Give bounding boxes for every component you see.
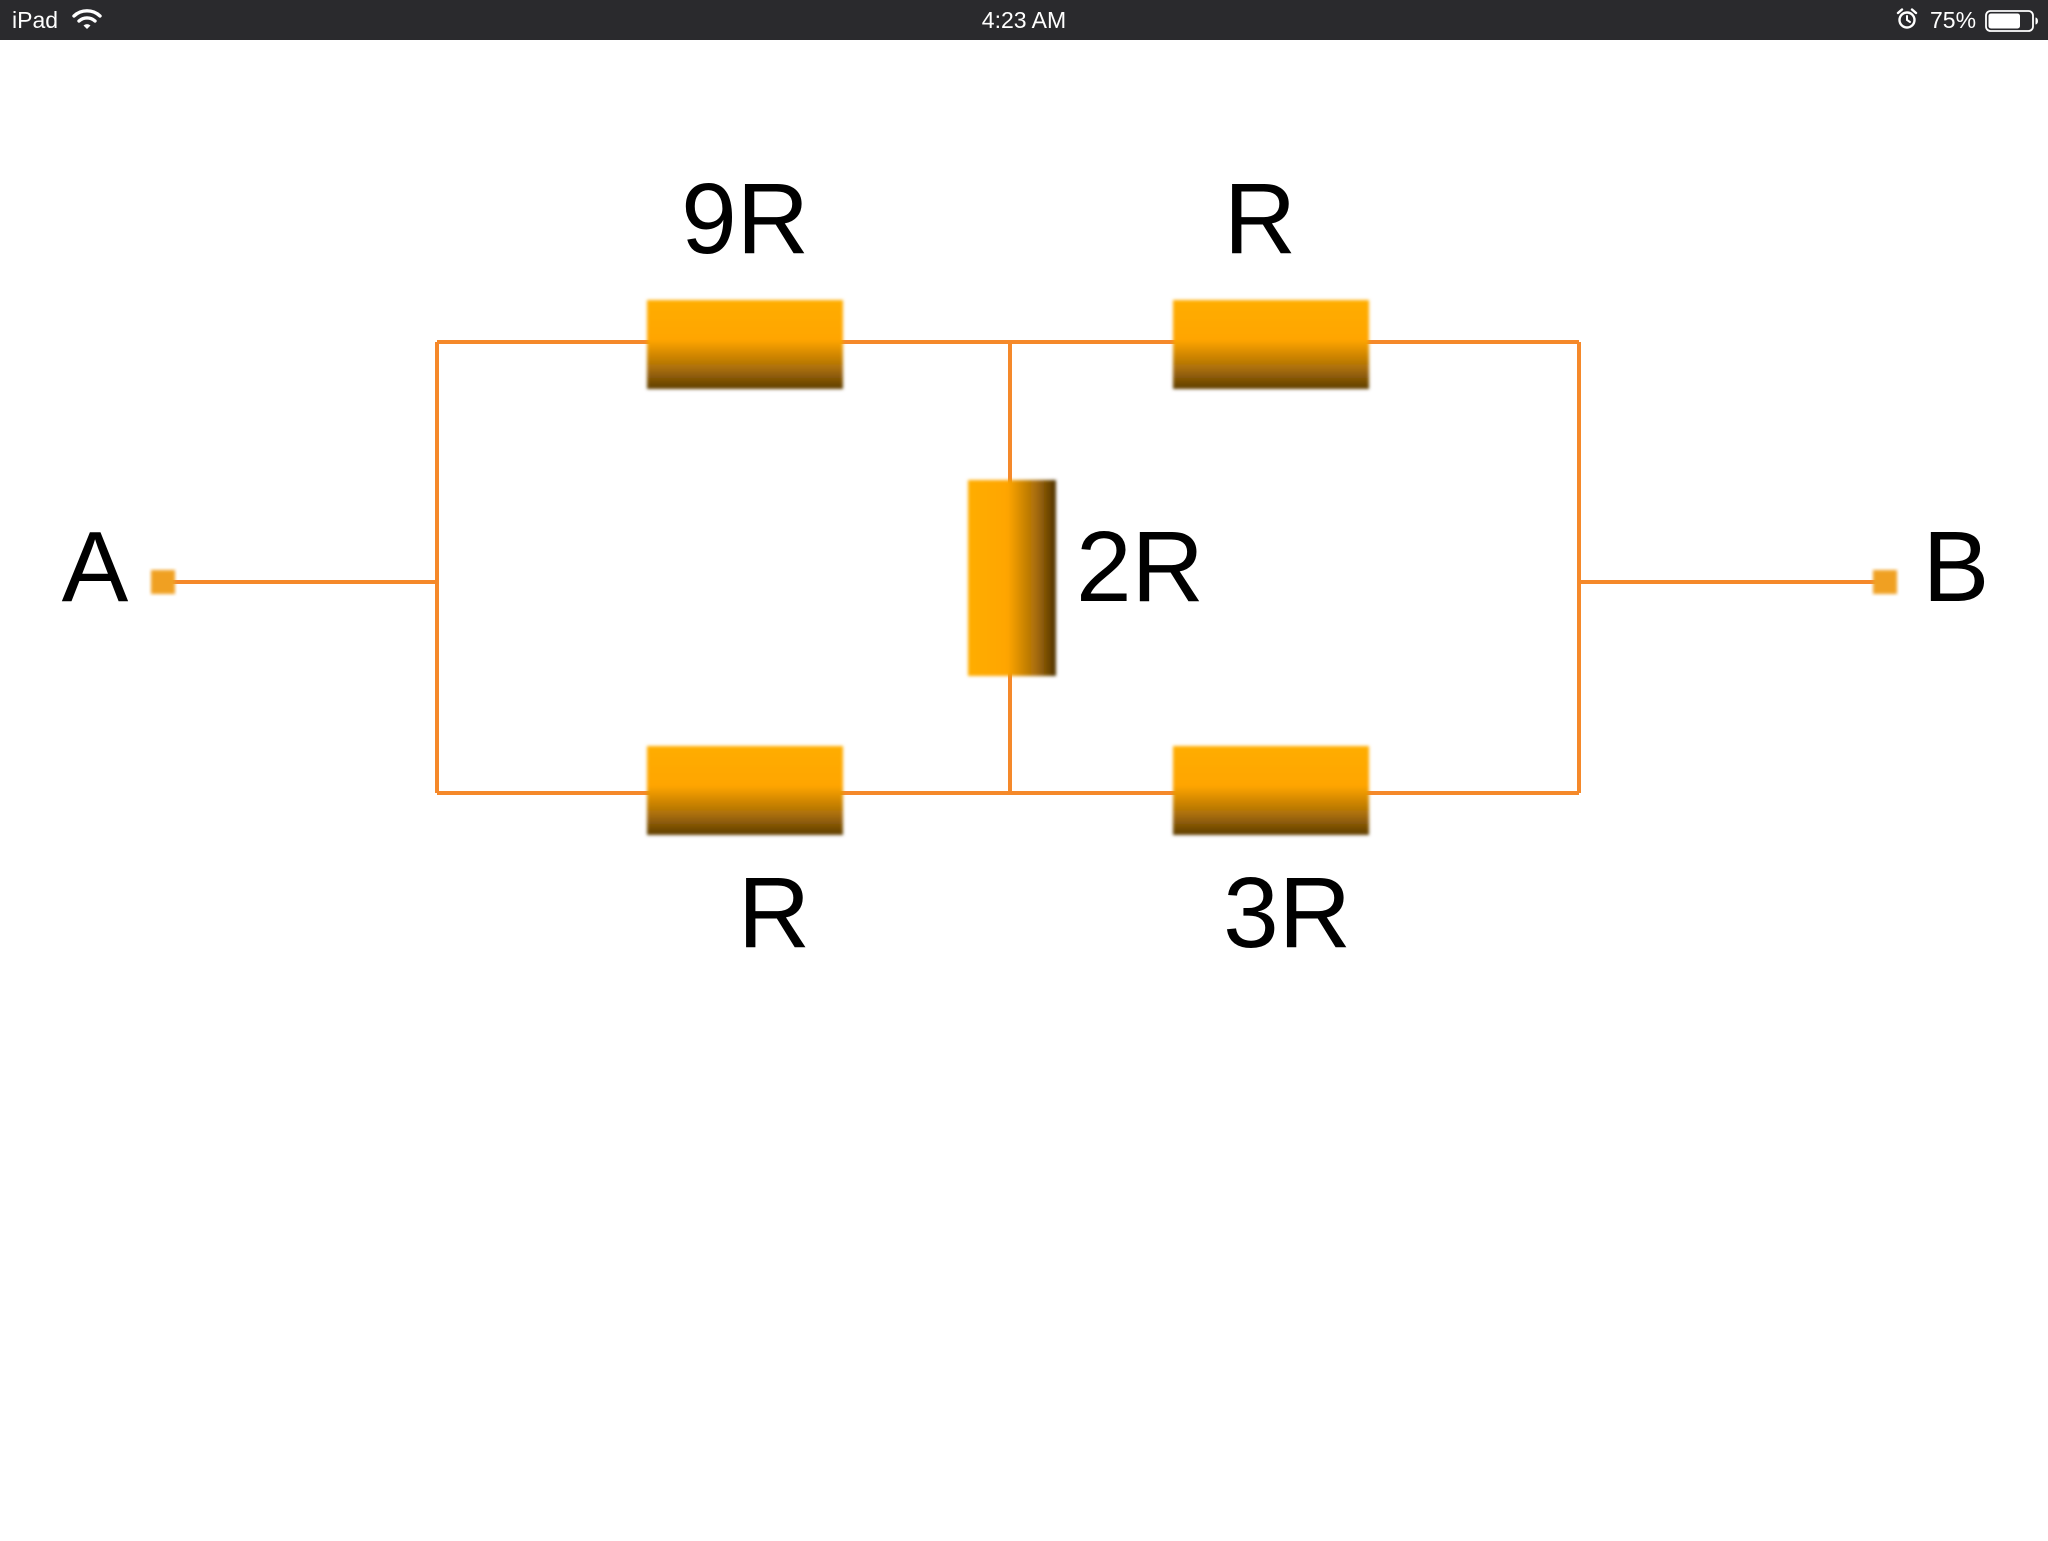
resistor-top-left — [647, 300, 843, 389]
wifi-icon — [72, 7, 102, 37]
label-terminal-b: B — [1923, 511, 1990, 623]
circuit-diagram: 9R R 2R R 3R A B — [62, 163, 1990, 969]
alarm-icon — [1896, 8, 1918, 36]
resistor-middle — [968, 480, 1056, 676]
resistor-bottom-right — [1173, 746, 1369, 835]
battery-icon — [1985, 10, 2039, 38]
label-bottom-right: 3R — [1223, 857, 1351, 969]
label-bottom-left: R — [738, 857, 810, 969]
label-top-left: 9R — [681, 163, 809, 275]
label-middle: 2R — [1076, 511, 1204, 623]
device-name: iPad — [12, 7, 59, 33]
status-bar: iPad 4:23 AM 75% — [0, 0, 2048, 40]
terminal-b-node — [1873, 570, 1897, 594]
wires — [163, 340, 1885, 795]
status-time: 4:23 AM — [981, 7, 1067, 33]
resistor-bottom-left — [647, 746, 843, 835]
terminal-a-node — [151, 570, 175, 594]
resistor-top-right — [1173, 300, 1369, 389]
battery-percent: 75% — [1930, 7, 1977, 33]
circuit-canvas: 9R R 2R R 3R A B — [0, 40, 2048, 1536]
label-top-right: R — [1224, 163, 1296, 275]
label-terminal-a: A — [62, 511, 129, 623]
